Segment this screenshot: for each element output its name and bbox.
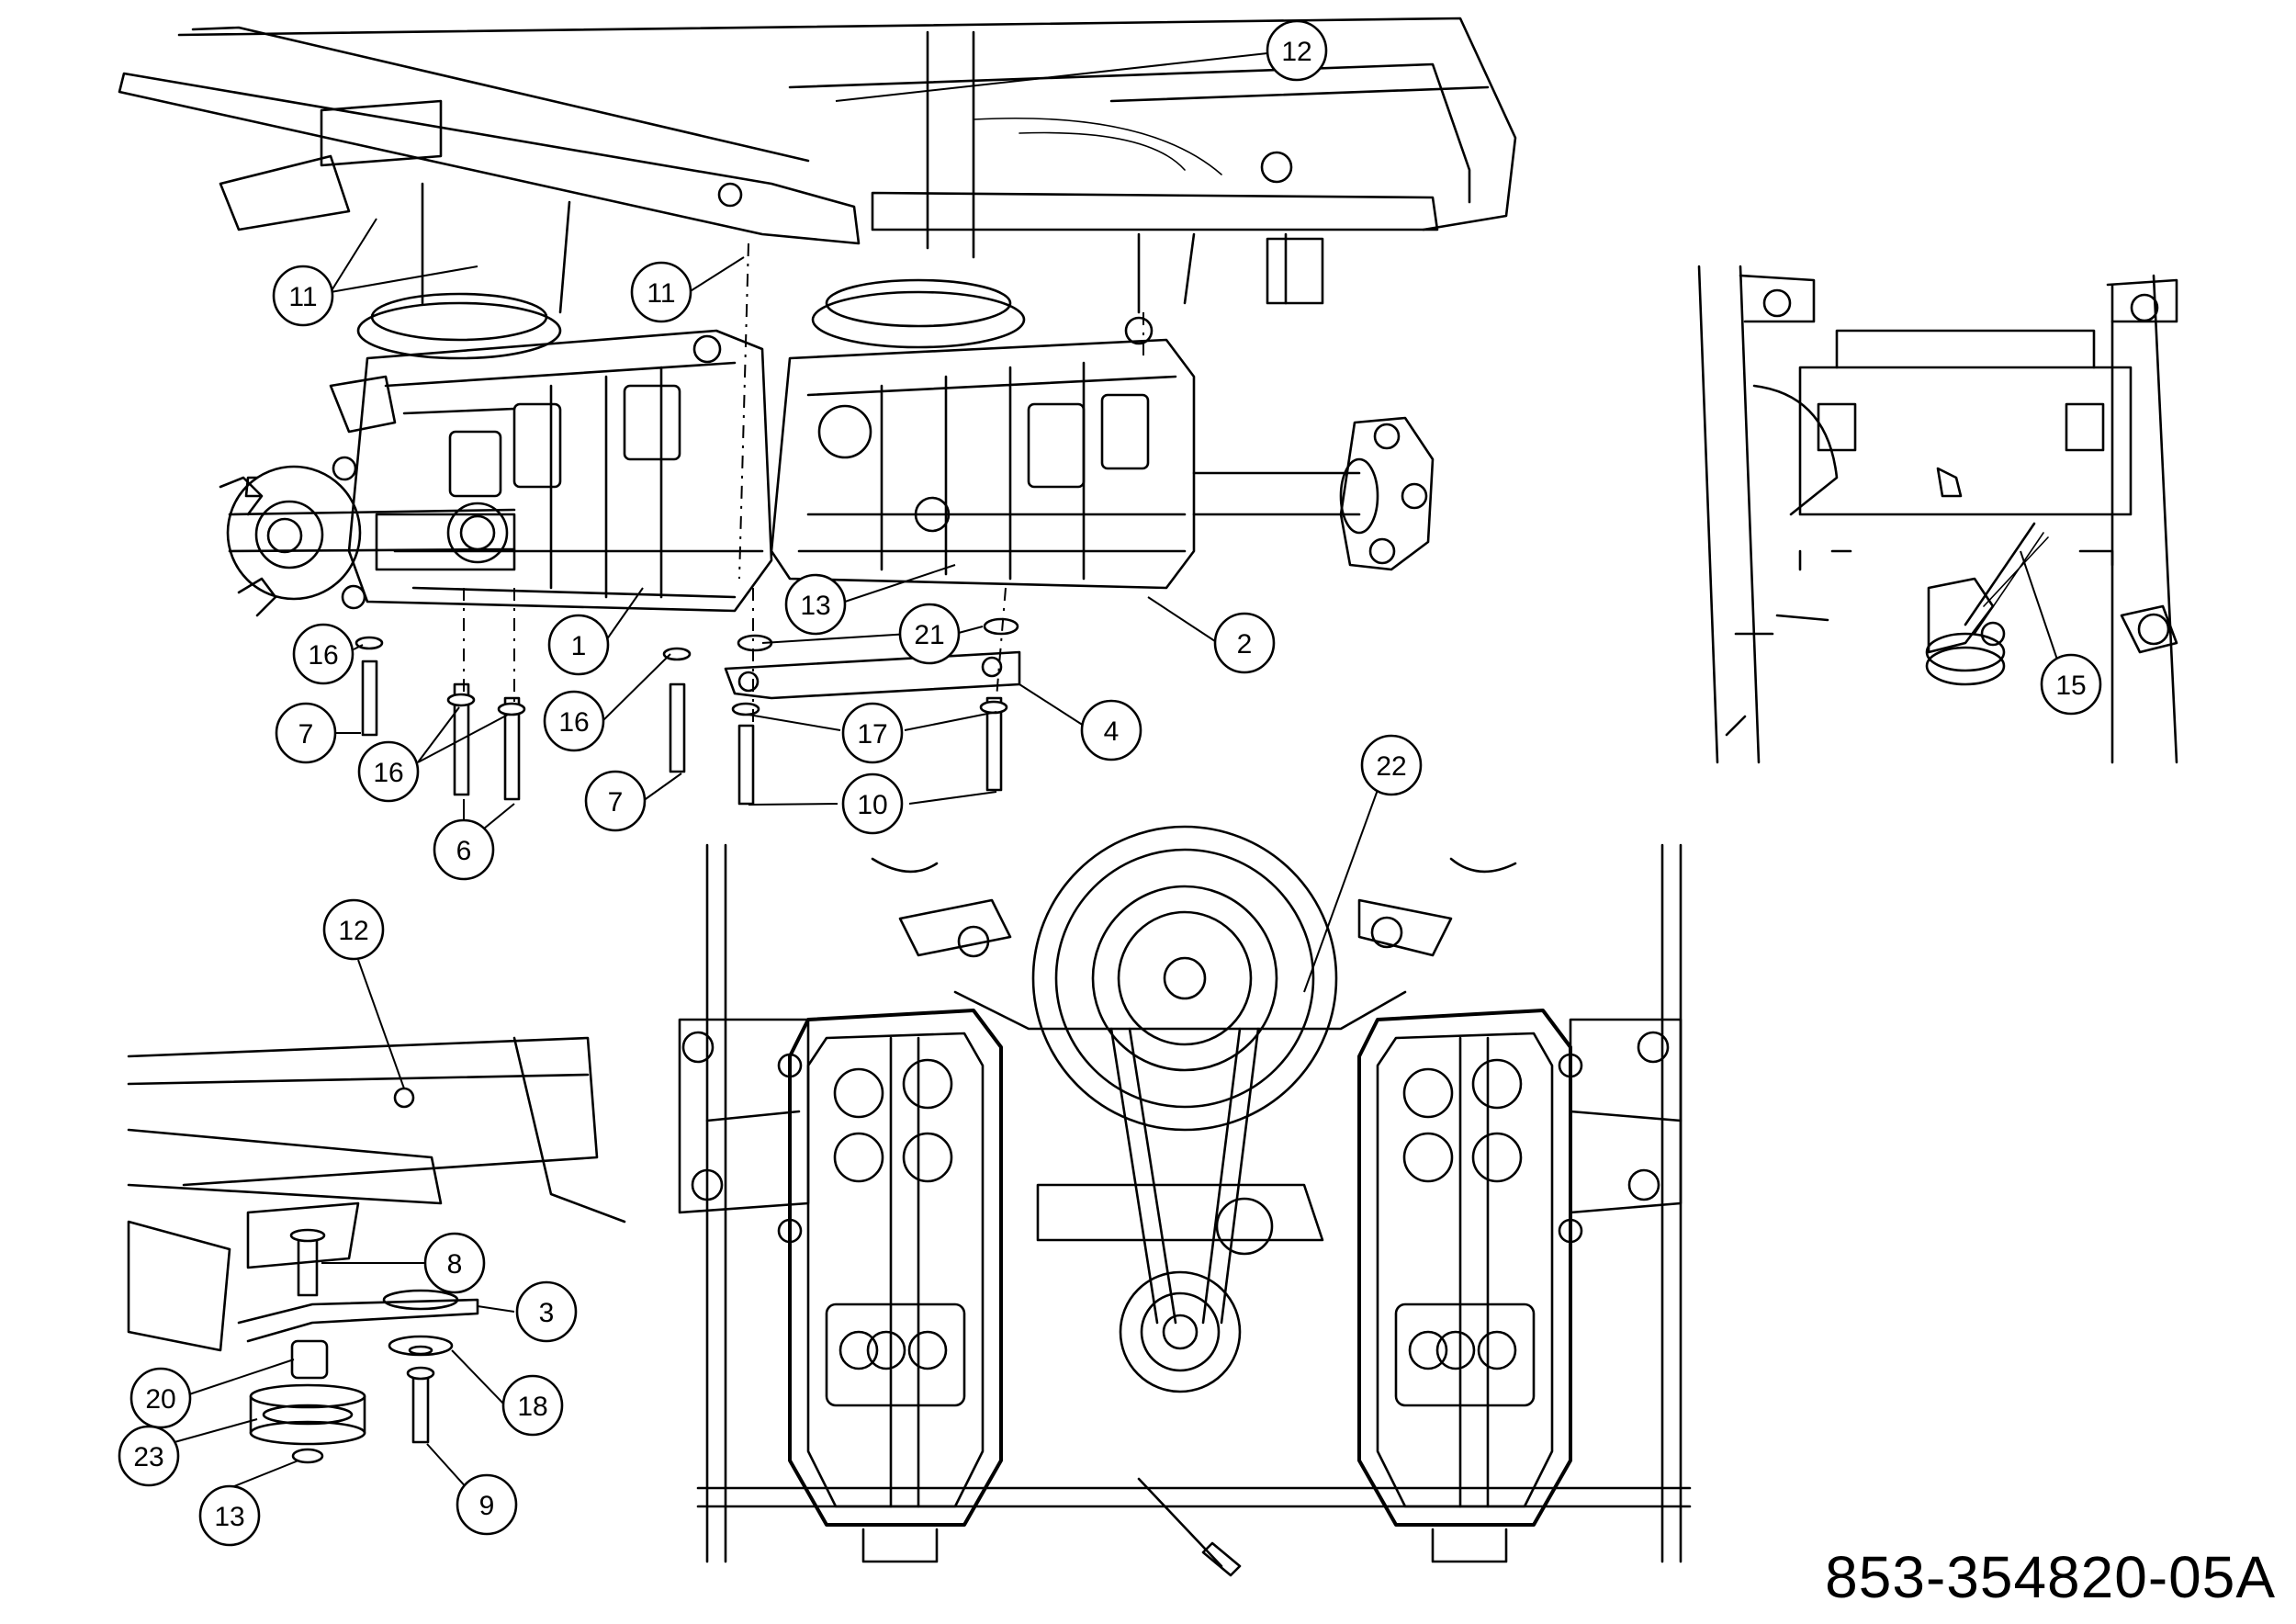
frame-top — [118, 17, 1517, 314]
callout-22: 22 — [1360, 734, 1423, 796]
bracket-assembly — [355, 242, 1144, 806]
svg-text:4: 4 — [1104, 716, 1120, 747]
callout-8: 8 — [423, 1232, 486, 1294]
svg-text:7: 7 — [298, 719, 314, 750]
inset-bottom-left — [127, 1036, 626, 1464]
svg-text:9: 9 — [479, 1491, 495, 1521]
callout-16-left: 16 — [292, 623, 355, 685]
svg-text:22: 22 — [1376, 751, 1406, 782]
callout-11-left: 11 — [272, 265, 334, 327]
inset-top-right — [1697, 265, 2178, 764]
svg-text:10: 10 — [857, 790, 887, 820]
gearbox-right — [1357, 1009, 1683, 1563]
callout-9: 9 — [456, 1473, 518, 1536]
svg-text:2: 2 — [1237, 629, 1253, 660]
callout-15: 15 — [2040, 653, 2102, 716]
callout-6: 6 — [433, 818, 495, 881]
callout-10: 10 — [841, 773, 904, 835]
callout-23: 23 — [118, 1425, 180, 1487]
callout-7-left: 7 — [275, 702, 337, 764]
callout-12-top: 12 — [1266, 19, 1328, 82]
svg-text:12: 12 — [338, 916, 368, 946]
callout-1: 1 — [547, 614, 610, 676]
callout-21: 21 — [898, 603, 961, 665]
svg-text:12: 12 — [1281, 37, 1311, 67]
svg-text:15: 15 — [2055, 671, 2086, 701]
callout-16-middle: 16 — [543, 690, 605, 752]
svg-text:11: 11 — [288, 282, 317, 312]
svg-text:16: 16 — [558, 707, 589, 738]
bottom-center-view — [696, 825, 1692, 1577]
callout-3: 3 — [515, 1280, 578, 1343]
callout-13-inset: 13 — [198, 1484, 261, 1547]
callout-4: 4 — [1080, 699, 1142, 761]
callout-13-top: 13 — [784, 573, 847, 636]
callout-7-middle: 7 — [584, 770, 647, 832]
svg-text:8: 8 — [447, 1249, 463, 1280]
callout-17: 17 — [841, 702, 904, 764]
svg-text:21: 21 — [914, 620, 944, 650]
callout-16-lower: 16 — [357, 740, 420, 803]
svg-text:7: 7 — [608, 787, 624, 818]
svg-text:18: 18 — [517, 1392, 547, 1422]
svg-text:13: 13 — [214, 1502, 244, 1532]
svg-text:17: 17 — [857, 719, 887, 750]
callout-12-inset: 12 — [322, 898, 385, 961]
svg-text:3: 3 — [539, 1298, 555, 1328]
callout-11-middle: 11 — [630, 261, 692, 323]
svg-text:13: 13 — [800, 591, 830, 621]
part-number: 853-354820-05A — [1825, 1544, 2276, 1610]
svg-text:16: 16 — [308, 640, 338, 671]
svg-text:6: 6 — [456, 836, 472, 866]
svg-text:1: 1 — [571, 631, 587, 661]
left-transaxle — [219, 292, 773, 617]
svg-text:23: 23 — [133, 1442, 163, 1472]
svg-text:11: 11 — [647, 278, 675, 309]
callout-18: 18 — [501, 1374, 564, 1437]
gearbox-left — [678, 1009, 1003, 1563]
svg-text:20: 20 — [145, 1384, 175, 1415]
callout-20: 20 — [129, 1367, 192, 1429]
right-transaxle — [770, 278, 1435, 590]
svg-text:16: 16 — [373, 758, 403, 788]
callout-2: 2 — [1213, 612, 1276, 674]
